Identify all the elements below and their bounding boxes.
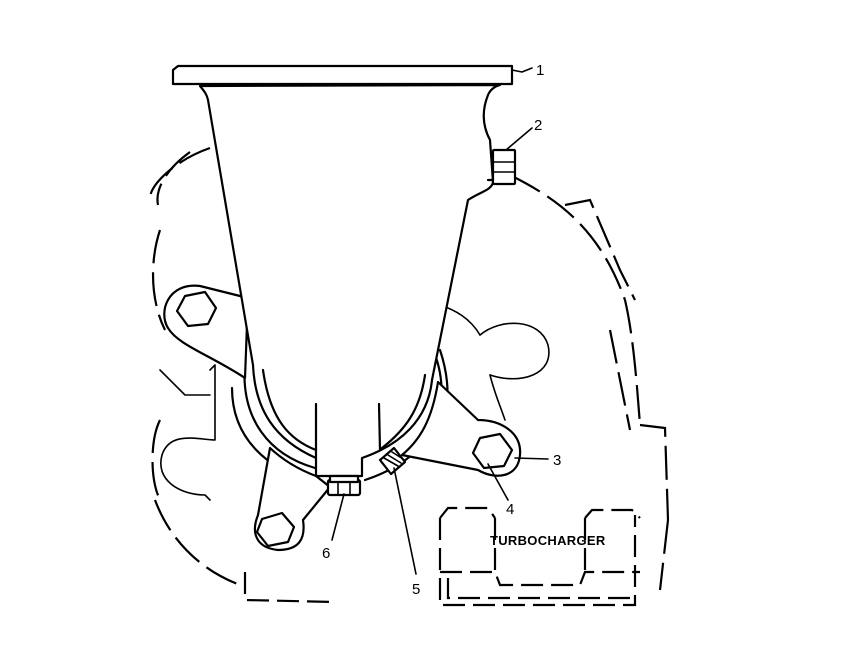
leader-4 [487,463,509,501]
bolt-upper-left-hex [175,290,218,328]
leader-5 [393,467,417,575]
elbow-top-flange [171,64,514,86]
callout-6: 6 [322,545,330,562]
bolt-6 [326,474,362,497]
turbocharger-label: TURBOCHARGER [490,533,606,548]
callout-5: 5 [412,581,420,598]
callout-2: 2 [534,117,542,134]
upper-left-bracket [163,284,250,380]
callout-4: 4 [506,501,514,518]
bolt-2 [486,148,517,186]
callout-1: 1 [536,62,544,79]
leader-lines [331,67,549,575]
bolt-3-hex [471,432,514,470]
exhaust-elbow [171,64,514,478]
leader-3 [514,457,549,460]
center-housing [438,506,641,607]
turbine-housing-outline [148,146,670,604]
leader-1 [511,67,533,73]
leader-2 [505,127,533,151]
plug-5 [378,446,407,476]
right-bracket [400,380,522,477]
bolt-lower-left-hex [255,511,296,548]
callout-3: 3 [553,452,561,469]
leader-6 [331,493,345,541]
lower-left-bracket [253,446,332,552]
